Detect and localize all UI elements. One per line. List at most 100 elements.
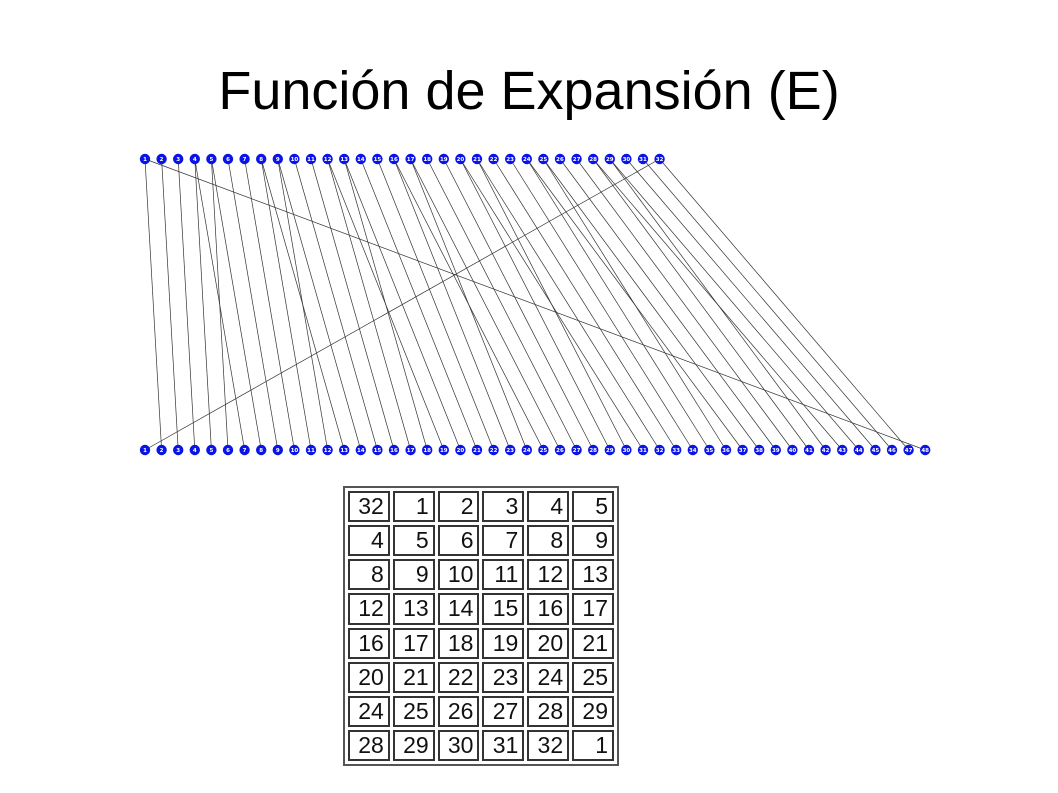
expansion-table-cell: 16 — [527, 593, 570, 625]
output-bit-node-circle — [505, 444, 516, 456]
input-bit-node: 19 — [438, 153, 449, 165]
output-bit-node-label: 14 — [357, 448, 365, 454]
output-bit-node: 47 — [903, 444, 914, 456]
expansion-table-cell: 15 — [482, 593, 525, 625]
output-bit-node-circle — [173, 444, 184, 456]
output-bit-node: 10 — [289, 444, 300, 456]
output-bit-node: 46 — [886, 444, 898, 456]
input-bit-node-label: 2 — [160, 157, 164, 163]
connection-line — [443, 158, 594, 451]
input-bit-node-circle — [621, 153, 632, 165]
input-bit-node: 27 — [571, 153, 582, 165]
output-bit-node-label: 20 — [457, 448, 465, 454]
output-bit-node-label: 41 — [805, 448, 813, 454]
input-bit-node: 14 — [355, 153, 366, 165]
output-bit-node-label: 23 — [506, 448, 514, 454]
connection-line — [310, 158, 395, 451]
expansion-table-cell: 32 — [527, 729, 570, 761]
connection-line — [260, 158, 345, 451]
output-bit-node: 7 — [239, 444, 250, 456]
output-bit-node-circle — [604, 444, 615, 456]
expansion-table-cell: 28 — [348, 729, 390, 761]
input-bit-node-label: 27 — [573, 157, 581, 163]
input-bit-node-circle — [139, 153, 151, 165]
connection-line — [244, 158, 295, 451]
output-bit-node: 16 — [388, 444, 400, 456]
expansion-table-cell: 11 — [482, 559, 525, 591]
output-bit-node-label: 38 — [755, 448, 763, 454]
output-bit-node-circle — [554, 444, 566, 456]
output-bit-node: 13 — [339, 444, 350, 456]
input-bit-node: 24 — [521, 153, 532, 165]
output-bit-node: 4 — [189, 444, 200, 456]
output-bit-node-label: 1 — [143, 448, 147, 454]
connection-line — [360, 158, 478, 451]
output-bit-node-circle — [621, 444, 632, 456]
output-bit-node-circle — [339, 444, 350, 456]
input-bit-node-label: 28 — [589, 157, 597, 163]
output-bit-node-label: 30 — [623, 448, 631, 454]
output-bit-node: 8 — [256, 444, 267, 456]
input-bit-node: 10 — [289, 153, 300, 165]
input-bit-node: 21 — [471, 153, 483, 165]
output-bit-node-label: 43 — [838, 448, 846, 454]
connection-line — [393, 158, 544, 451]
output-bit-node: 35 — [704, 444, 715, 456]
expansion-table-cell: 24 — [348, 695, 390, 727]
input-bit-node: 26 — [554, 153, 566, 165]
output-bit-node-circle — [637, 444, 649, 456]
connection-line — [227, 158, 279, 451]
output-bit-node-circle — [388, 444, 400, 456]
output-bit-node-circle — [422, 444, 433, 456]
output-bit-node: 11 — [305, 444, 317, 456]
input-bit-node: 8 — [256, 153, 267, 165]
output-bit-node: 34 — [687, 444, 698, 456]
expansion-table-cell: 17 — [392, 627, 435, 659]
input-bit-node-circle — [189, 153, 200, 165]
input-bit-node-circle — [521, 153, 532, 165]
output-bit-node: 32 — [654, 444, 665, 456]
output-bit-node: 17 — [405, 444, 416, 456]
expansion-table-cell: 17 — [572, 593, 614, 625]
input-bit-node-label: 18 — [423, 157, 431, 163]
output-bit-node-label: 46 — [888, 448, 896, 454]
output-bit-node-circle — [571, 444, 582, 456]
input-bit-node: 1 — [139, 153, 151, 165]
output-bit-node-label: 21 — [473, 448, 481, 454]
output-bit-node-label: 7 — [243, 448, 247, 454]
input-bit-node: 11 — [305, 153, 317, 165]
input-bit-node-label: 25 — [540, 157, 548, 163]
connection-line — [194, 158, 245, 451]
input-bit-node-label: 31 — [639, 157, 647, 163]
expansion-table-cell: 1 — [572, 729, 614, 761]
connection-line — [460, 158, 644, 451]
output-bit-node-circle — [671, 444, 682, 456]
output-bit-node-circle — [239, 444, 250, 456]
output-bit-node-label: 5 — [209, 448, 213, 454]
connection-line — [343, 158, 461, 451]
output-bit-node-circle — [886, 444, 898, 456]
input-bit-node-label: 29 — [606, 157, 614, 163]
input-bit-node: 12 — [322, 153, 333, 165]
expansion-table-cell: 29 — [572, 695, 614, 727]
output-bit-node-label: 22 — [490, 448, 498, 454]
input-bit-node-circle — [438, 153, 449, 165]
input-bit-node-label: 26 — [556, 157, 564, 163]
page-title: Función de Expansión (E) — [218, 61, 840, 121]
expansion-table-cell: 12 — [348, 593, 390, 625]
expansion-table-cell: 25 — [392, 695, 435, 727]
expansion-table-cell: 13 — [392, 593, 435, 625]
input-bit-node-label: 10 — [291, 157, 299, 163]
output-bit-node: 14 — [355, 444, 366, 456]
output-bit-node-circle — [272, 444, 283, 456]
input-bit-node-circle — [289, 153, 300, 165]
expansion-table-cell: 6 — [437, 525, 480, 557]
output-bit-node-label: 9 — [276, 448, 280, 454]
expansion-table-cell: 21 — [572, 627, 614, 659]
input-bit-node-circle — [488, 153, 499, 165]
output-bit-node: 12 — [322, 444, 333, 456]
connection-lines — [144, 158, 926, 451]
input-bit-node: 18 — [422, 153, 433, 165]
